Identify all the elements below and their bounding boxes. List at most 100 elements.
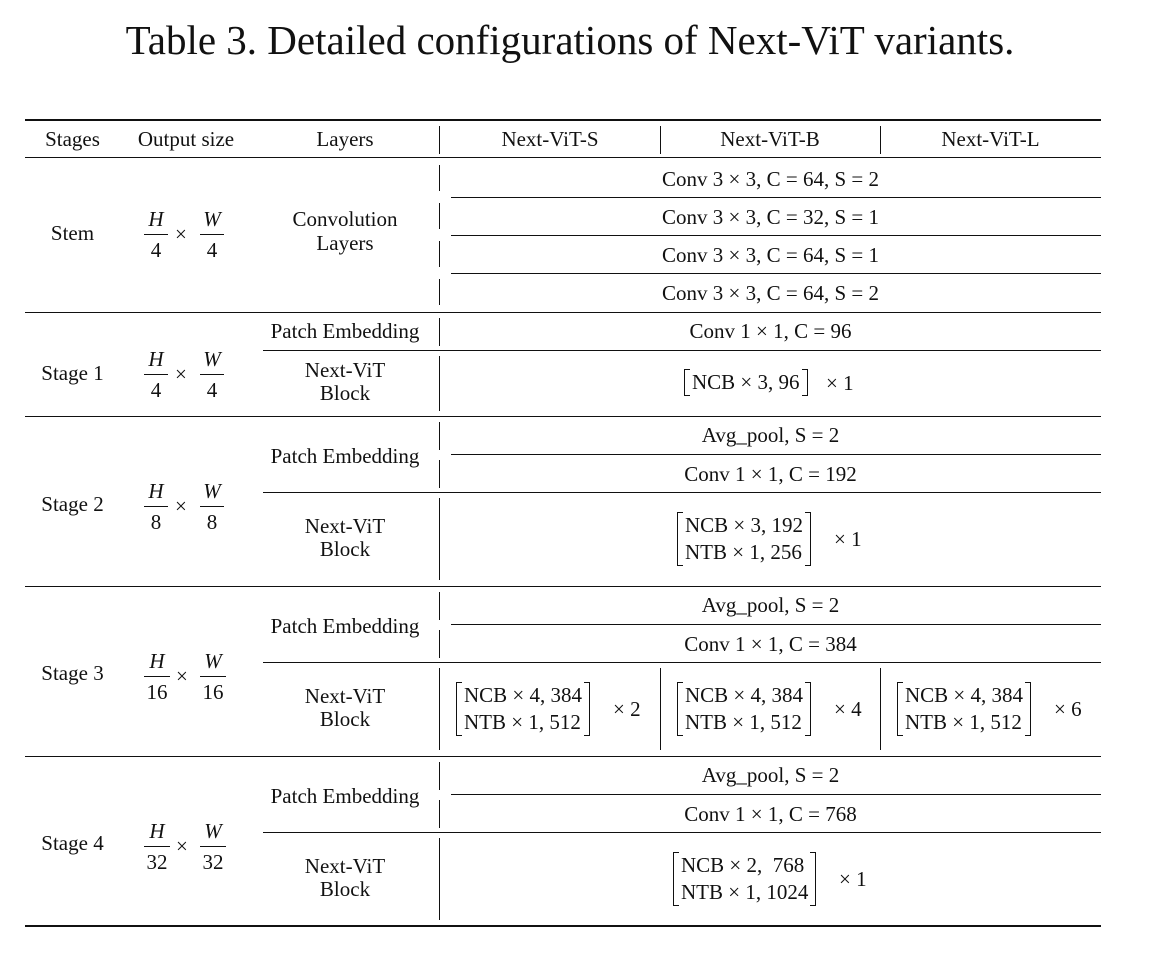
stem-conv-4: Conv 3 × 3, C = 64, S = 2 bbox=[662, 281, 879, 305]
layer-patch-embedding: Patch Embedding bbox=[270, 614, 420, 638]
layer-convolution: Layers bbox=[316, 231, 374, 255]
stage4-avg-pool: Avg_pool, S = 2 bbox=[701, 763, 840, 787]
stem-conv-2: Conv 3 × 3, C = 32, S = 1 bbox=[662, 205, 879, 229]
header-bottom-rule bbox=[25, 157, 1101, 158]
stage2-col-divider bbox=[439, 422, 440, 450]
stage1-col-divider bbox=[439, 356, 440, 411]
stage2-col-divider bbox=[439, 498, 440, 580]
stage4-block-repeat: × 1 bbox=[839, 867, 867, 891]
header-col-divider bbox=[439, 126, 440, 154]
stage3-avg-pool: Avg_pool, S = 2 bbox=[701, 593, 840, 617]
stage4-col-divider bbox=[439, 762, 440, 790]
layer-next-vit-block: Next-ViT bbox=[304, 684, 386, 708]
stage4-col-divider bbox=[439, 800, 440, 828]
layer-next-vit-block: Block bbox=[319, 877, 371, 901]
stage2-avg-pool: Avg_pool, S = 2 bbox=[701, 423, 840, 447]
stage3-col-divider bbox=[439, 630, 440, 658]
stage4-patch-divider bbox=[451, 794, 1101, 795]
stem-conv-divider bbox=[451, 235, 1101, 236]
header-next-vit-s: Next-ViT-S bbox=[501, 127, 599, 151]
stem-conv-3: Conv 3 × 3, C = 64, S = 1 bbox=[662, 243, 879, 267]
stage3-block-repeat-b: × 4 bbox=[834, 697, 862, 721]
stage2-col-divider bbox=[439, 460, 440, 488]
stem-conv-divider bbox=[451, 197, 1101, 198]
table-top-rule bbox=[25, 119, 1101, 121]
header-next-vit-l: Next-ViT-L bbox=[941, 127, 1040, 151]
header-col-divider bbox=[880, 126, 881, 154]
layer-next-vit-block: Block bbox=[319, 537, 371, 561]
stage3-layer-divider bbox=[263, 662, 1101, 663]
stage1-block-repeat: × 1 bbox=[826, 371, 854, 395]
stem-conv-divider bbox=[451, 273, 1101, 274]
times-symbol: × bbox=[175, 494, 187, 518]
stage3-col-divider bbox=[660, 668, 661, 750]
header-next-vit-b: Next-ViT-B bbox=[720, 127, 820, 151]
header-layers: Layers bbox=[316, 127, 374, 151]
layer-convolution: Convolution bbox=[292, 207, 398, 231]
stage3-patch-conv: Conv 1 × 1, C = 384 bbox=[684, 632, 857, 656]
layer-next-vit-block: Block bbox=[319, 381, 371, 405]
times-symbol: × bbox=[175, 362, 187, 386]
stage1-block-matrix: NCB × 3, 96 bbox=[684, 369, 808, 396]
layer-patch-embedding: Patch Embedding bbox=[270, 319, 420, 343]
layer-next-vit-block: Next-ViT bbox=[304, 358, 386, 382]
layer-next-vit-block: Block bbox=[319, 707, 371, 731]
stem-col-divider bbox=[439, 279, 440, 305]
stem-col-divider bbox=[439, 241, 440, 267]
stage3-block-repeat-s: × 2 bbox=[613, 697, 641, 721]
stage3-block-repeat-l: × 6 bbox=[1054, 697, 1082, 721]
layer-patch-embedding: Patch Embedding bbox=[270, 784, 420, 808]
stem-bottom-rule bbox=[25, 312, 1101, 313]
stem-col-divider bbox=[439, 203, 440, 229]
stage3-col-divider bbox=[439, 668, 440, 750]
stage2-layer-divider bbox=[263, 492, 1101, 493]
stage4-col-divider bbox=[439, 838, 440, 920]
stage4-patch-conv: Conv 1 × 1, C = 768 bbox=[684, 802, 857, 826]
header-col-divider bbox=[660, 126, 661, 154]
stage2-bottom-rule bbox=[25, 586, 1101, 587]
stage-name-4: Stage 4 bbox=[41, 831, 104, 855]
stage4-layer-divider bbox=[263, 832, 1101, 833]
table-caption: Table 3. Detailed configurations of Next… bbox=[125, 17, 1015, 63]
stage-name-3: Stage 3 bbox=[41, 661, 104, 685]
layer-patch-embedding: Patch Embedding bbox=[270, 444, 420, 468]
stage3-bottom-rule bbox=[25, 756, 1101, 757]
stage1-col-divider bbox=[439, 318, 440, 346]
stage1-patch-conv: Conv 1 × 1, C = 96 bbox=[689, 319, 852, 343]
layer-next-vit-block: Next-ViT bbox=[304, 514, 386, 538]
stem-conv-1: Conv 3 × 3, C = 64, S = 2 bbox=[662, 167, 879, 191]
stage3-patch-divider bbox=[451, 624, 1101, 625]
times-symbol: × bbox=[176, 664, 188, 688]
stage2-patch-divider bbox=[451, 454, 1101, 455]
stage1-bottom-rule bbox=[25, 416, 1101, 417]
times-symbol: × bbox=[175, 222, 187, 246]
stage1-layer-divider bbox=[263, 350, 1101, 351]
stage2-patch-conv: Conv 1 × 1, C = 192 bbox=[684, 462, 857, 486]
header-output-size: Output size bbox=[137, 127, 235, 151]
stage3-col-divider bbox=[439, 592, 440, 620]
times-symbol: × bbox=[176, 834, 188, 858]
stage3-col-divider bbox=[880, 668, 881, 750]
layer-next-vit-block: Next-ViT bbox=[304, 854, 386, 878]
stage-name-1: Stage 1 bbox=[41, 361, 104, 385]
stage-name-stem: Stem bbox=[50, 221, 95, 245]
stem-col-divider bbox=[439, 165, 440, 191]
stage2-block-repeat: × 1 bbox=[834, 527, 862, 551]
table-bottom-rule bbox=[25, 925, 1101, 927]
header-stages: Stages bbox=[45, 127, 100, 151]
